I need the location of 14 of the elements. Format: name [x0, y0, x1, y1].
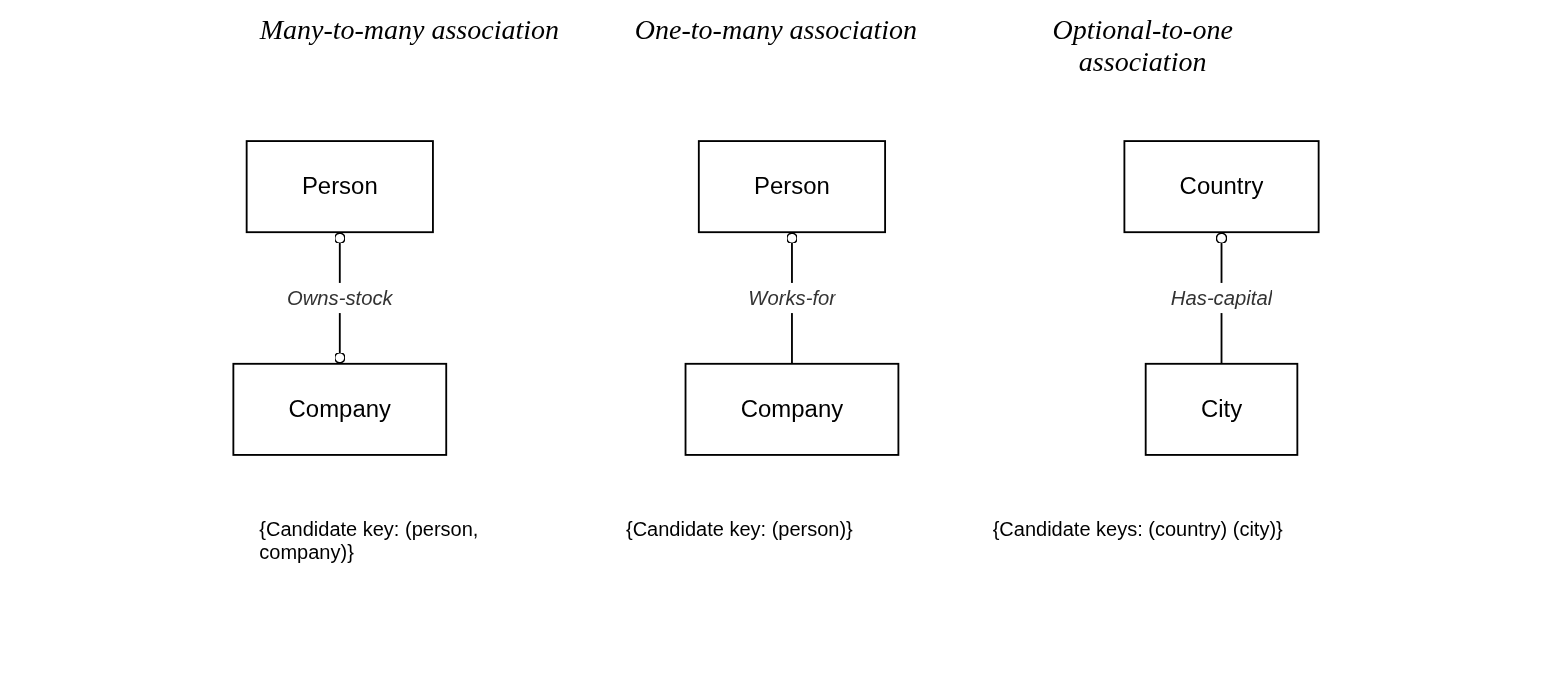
node-box: Country [1123, 140, 1320, 234]
constraint-note: {Candidate key: (person, company)} [259, 518, 480, 564]
constraint-note: {Candidate key: (person)} [626, 518, 854, 542]
node-box: Person [245, 140, 434, 234]
edge-label: Owns-stock [286, 286, 393, 310]
constraint-note: {Candidate keys: (country) (city)} [992, 518, 1284, 542]
node-box: City [1144, 362, 1299, 456]
column-heading: One-to-many association [633, 13, 919, 47]
node-box: Company [684, 362, 900, 456]
node-box: Person [697, 140, 886, 234]
node-box: Company [232, 362, 448, 456]
edge-label: Has-capital [1170, 286, 1273, 310]
column-heading: Optional-to-one association [1051, 13, 1234, 78]
column-heading: Many-to-many association [259, 13, 560, 47]
